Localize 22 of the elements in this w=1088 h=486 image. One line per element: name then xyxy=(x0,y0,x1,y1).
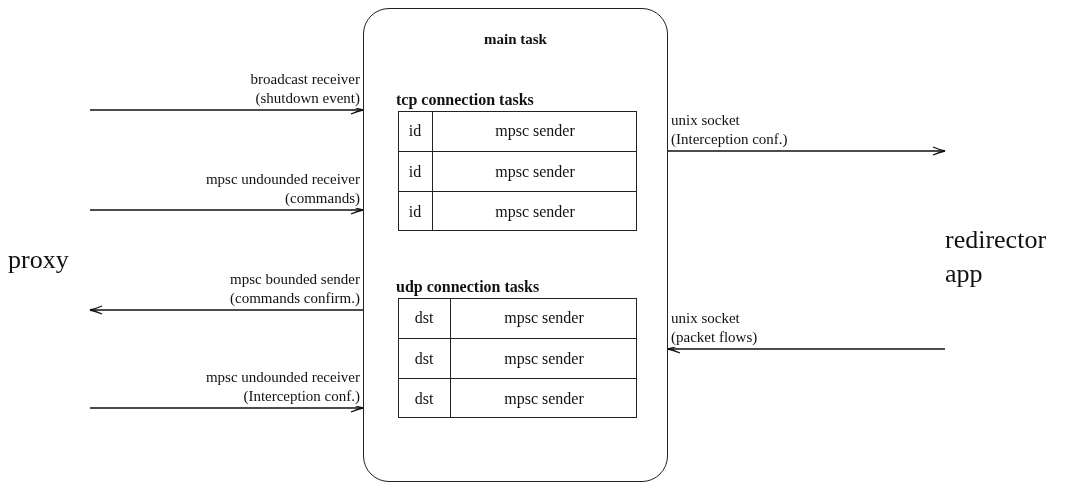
value-text: mpsc sender xyxy=(495,122,575,140)
value-text: mpsc sender xyxy=(495,202,575,221)
table-row xyxy=(398,191,637,231)
table-heading: tcp connection tasks xyxy=(396,90,534,110)
key-text: id xyxy=(408,162,422,181)
value-text: mpsc sender xyxy=(495,162,575,181)
value-text: mpsc sender xyxy=(504,309,584,327)
table-row xyxy=(398,151,637,191)
component-label: proxy xyxy=(8,244,69,276)
value-text: mpsc sender xyxy=(504,349,584,368)
key-text: id xyxy=(408,202,422,221)
task-container xyxy=(363,8,668,482)
table-row xyxy=(398,338,637,378)
value-text: mpsc sender xyxy=(504,389,584,408)
key-text: dst xyxy=(414,389,434,408)
container-title: main task xyxy=(483,31,548,48)
key-text: dst xyxy=(414,349,434,368)
table-heading: udp connection tasks xyxy=(396,277,540,297)
key-text: id xyxy=(408,122,422,140)
table-row xyxy=(398,378,637,418)
component-label: redirector app xyxy=(945,224,1048,290)
key-text: dst xyxy=(414,309,434,327)
